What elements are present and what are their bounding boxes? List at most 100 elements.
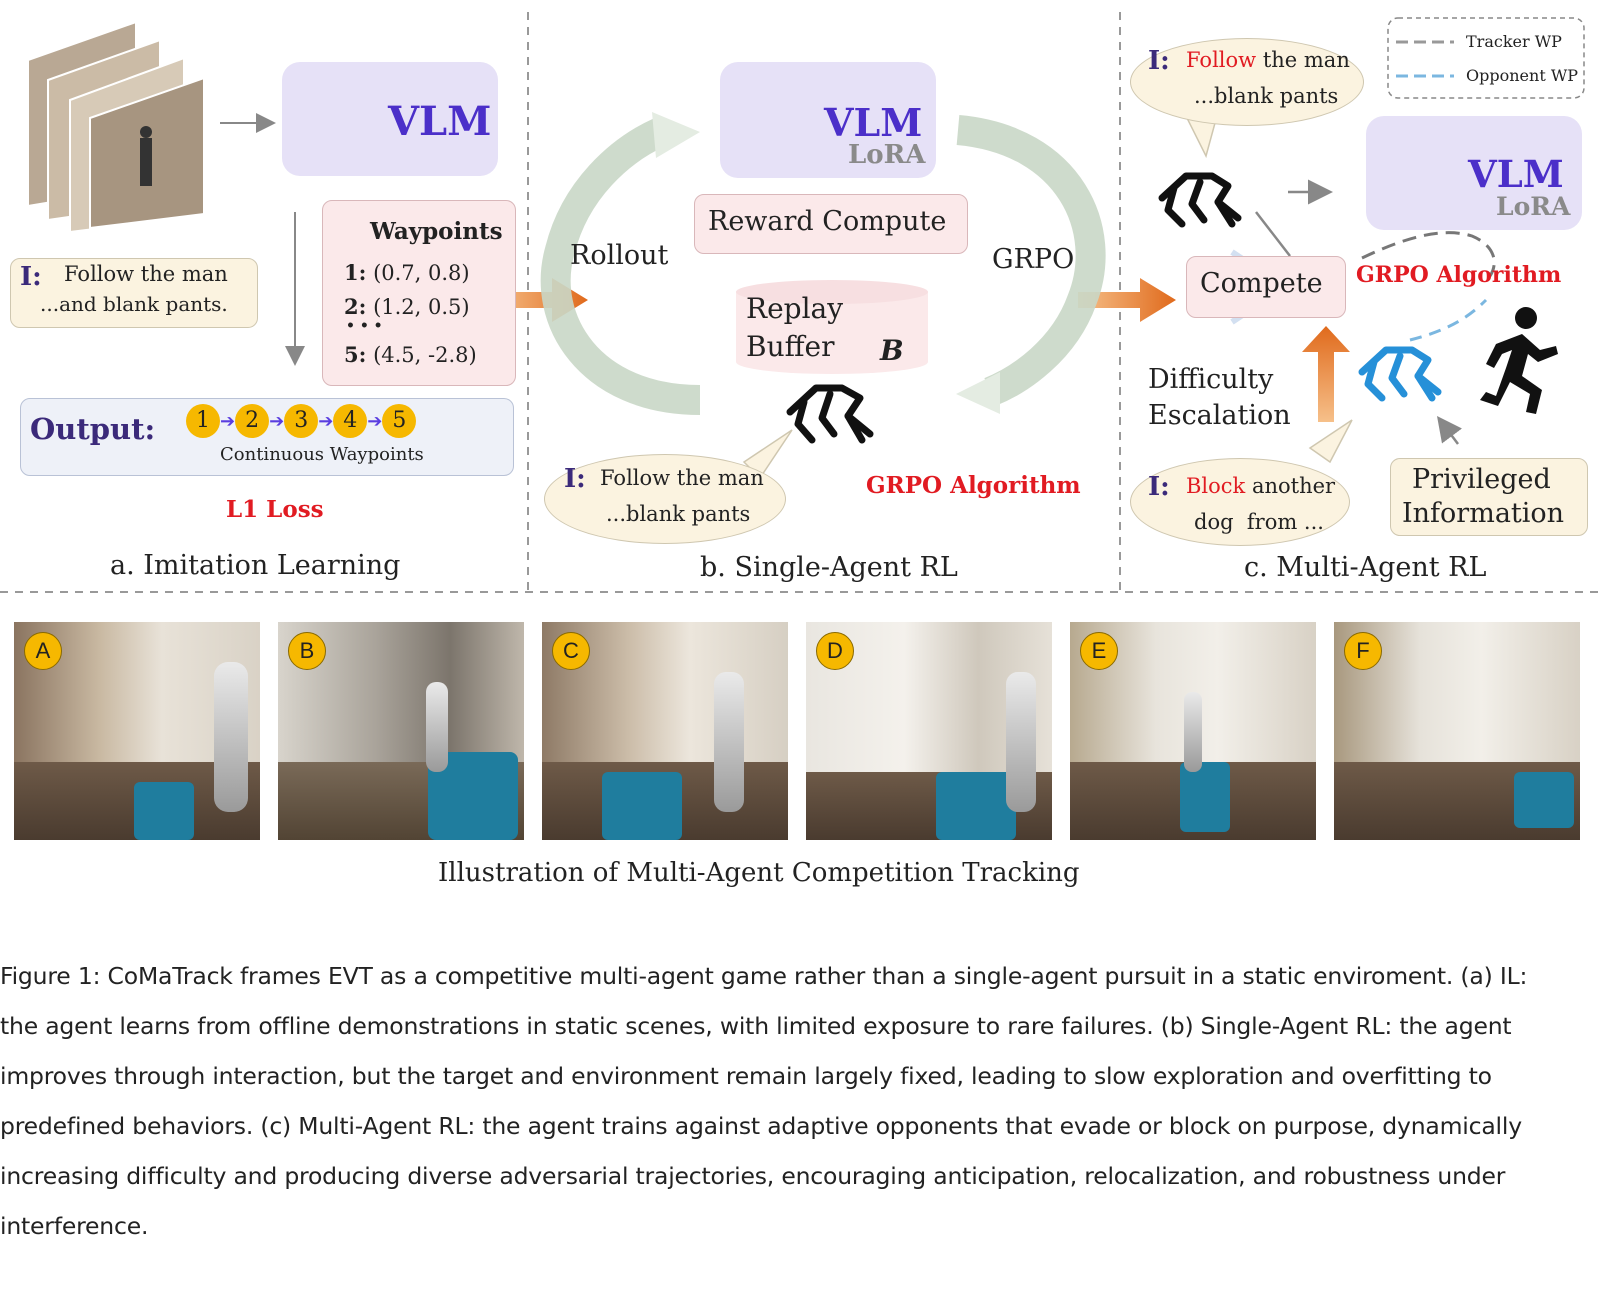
running-man-icon xyxy=(1480,307,1558,414)
frame-e: E xyxy=(1070,622,1316,840)
robot-dog-icon-c-blue xyxy=(1358,346,1442,402)
compete-label: Compete xyxy=(1200,268,1323,299)
robot-dog-icon-c-black xyxy=(1158,172,1242,228)
arrow-step-icon: ➔ xyxy=(220,411,236,432)
frame-badge-a: A xyxy=(24,632,62,670)
output-step-5: 5 xyxy=(382,404,417,438)
arrow-dog-to-compete xyxy=(1255,211,1291,257)
bubble-tail-c-bottom xyxy=(1308,419,1353,464)
humanoid-figure xyxy=(1184,692,1202,772)
reward-compute-label: Reward Compute xyxy=(708,206,947,237)
frame-f: F xyxy=(1334,622,1580,840)
lora-label-b: LoRA xyxy=(848,140,926,170)
frame-badge-c: C xyxy=(552,632,590,670)
robot-dog-icon-b xyxy=(786,384,874,444)
vlm-box-c xyxy=(1366,116,1582,230)
orange-arrow-up xyxy=(1302,326,1350,422)
arrow-privileged xyxy=(1437,416,1462,445)
l1-loss-label: L1 Loss xyxy=(226,496,324,523)
frame-a: A xyxy=(14,622,260,840)
difficulty-line1: Difficulty xyxy=(1148,364,1274,395)
vlm-box-a xyxy=(282,62,498,176)
frames-title: Illustration of Multi-Agent Competition … xyxy=(438,858,1080,888)
replay-line2: Buffer xyxy=(746,330,835,363)
difficulty-line2: Escalation xyxy=(1148,400,1291,431)
waypoint-dots: • • • xyxy=(346,318,383,334)
vlm-label-c: VLM xyxy=(1468,152,1564,196)
vlm-label-a: VLM xyxy=(388,98,492,145)
panel-b-title: b. Single-Agent RL xyxy=(700,552,958,583)
caption-line-4: predefined behaviors. (c) Multi-Agent RL… xyxy=(0,1112,1522,1140)
waypoints-box xyxy=(322,200,516,386)
reward-compute-box xyxy=(694,194,968,254)
compete-box xyxy=(1186,256,1346,318)
instruction-prefix-c: I: xyxy=(1148,46,1170,76)
arrow-step-icon: ➔ xyxy=(367,411,383,432)
instruction-red-c: Follow xyxy=(1186,48,1257,72)
block-prefix-c: I: xyxy=(1148,472,1170,502)
block-rest-c: another xyxy=(1251,474,1336,498)
instruction-line1-b: Follow the man xyxy=(600,466,764,490)
robot-leg xyxy=(602,772,682,840)
output-sequence: 1➔2➔3➔4➔5 xyxy=(186,404,417,438)
humanoid-figure xyxy=(714,672,744,812)
arrow-step-icon: ➔ xyxy=(269,411,285,432)
arrow-step-icon: ➔ xyxy=(318,411,334,432)
legend-box xyxy=(1387,17,1585,99)
caption-line-5: increasing difficulty and producing dive… xyxy=(0,1162,1506,1190)
robot-leg xyxy=(1180,762,1230,832)
vlm-label-b: VLM xyxy=(824,100,923,145)
panel-a-title: a. Imitation Learning xyxy=(110,550,401,581)
grpo-algorithm-b: GRPO Algorithm xyxy=(866,472,1081,499)
grpo-algorithm-c: GRPO Algorithm xyxy=(1356,262,1562,288)
rollout-label: Rollout xyxy=(570,240,669,271)
waypoint-5: 5: (4.5, -2.8) xyxy=(344,342,477,367)
panel-c-title: c. Multi-Agent RL xyxy=(1244,552,1487,583)
waypoint-2-num: 2: xyxy=(344,294,367,319)
legend-tracker-label: Tracker WP xyxy=(1466,32,1562,51)
grpo-arc-arrow xyxy=(956,115,1106,406)
orange-arrow-b-to-c xyxy=(1078,278,1176,322)
robot-leg xyxy=(1514,772,1574,828)
output-box xyxy=(20,398,514,476)
caption-line-2: the agent learns from offline demonstrat… xyxy=(0,1012,1512,1040)
image-stack-icon xyxy=(27,20,205,234)
vlm-box-b xyxy=(720,62,936,178)
caption-line-3: improves through interaction, but the ta… xyxy=(0,1062,1492,1090)
instruction-line2-b: ...blank pants xyxy=(606,502,751,526)
privileged-info-box xyxy=(1390,458,1588,536)
instruction-line2-a: ...and blank pants. xyxy=(40,292,228,316)
frame-badge-e: E xyxy=(1080,632,1118,670)
instruction-line2-c: ...blank pants xyxy=(1194,84,1339,108)
rollout-arc-arrow xyxy=(540,118,701,415)
legend-opponent-label: Opponent WP xyxy=(1466,66,1579,85)
opponent-trajectory xyxy=(1409,298,1488,342)
tracker-trajectory xyxy=(1361,231,1496,277)
output-step-2: 2 xyxy=(235,404,270,438)
caption-line-1: Figure 1: CoMaTrack frames EVT as a comp… xyxy=(0,962,1528,990)
waypoint-2-value: (1.2, 0.5) xyxy=(373,295,470,319)
frame-badge-d: D xyxy=(816,632,854,670)
caption-line-6: interference. xyxy=(0,1212,149,1240)
frame-d: D xyxy=(806,622,1052,840)
robot-leg xyxy=(936,772,1016,840)
output-step-1: 1 xyxy=(186,404,220,438)
waypoint-2: 2: (1.2, 0.5) xyxy=(344,294,470,319)
frame-badge-f: F xyxy=(1344,632,1382,670)
output-step-4: 4 xyxy=(333,404,368,438)
frame-badge-b: B xyxy=(288,632,326,670)
replay-symbol: B xyxy=(880,334,904,367)
frame-b: B xyxy=(278,622,524,840)
lora-label-c: LoRA xyxy=(1496,192,1571,221)
replay-buffer-cylinder xyxy=(736,280,928,374)
waypoint-1-value: (0.7, 0.8) xyxy=(373,261,470,285)
instruction-rest-c: the man xyxy=(1262,48,1350,72)
waypoint-5-num: 5: xyxy=(344,342,367,367)
replay-line1: Replay xyxy=(746,292,844,325)
frame-c: C xyxy=(542,622,788,840)
humanoid-figure xyxy=(1006,672,1036,812)
privileged-line2: Information xyxy=(1402,498,1565,529)
block-line1-c: Block another xyxy=(1186,474,1335,498)
waypoint-5-value: (4.5, -2.8) xyxy=(373,343,477,367)
block-red-c: Block xyxy=(1186,474,1246,498)
